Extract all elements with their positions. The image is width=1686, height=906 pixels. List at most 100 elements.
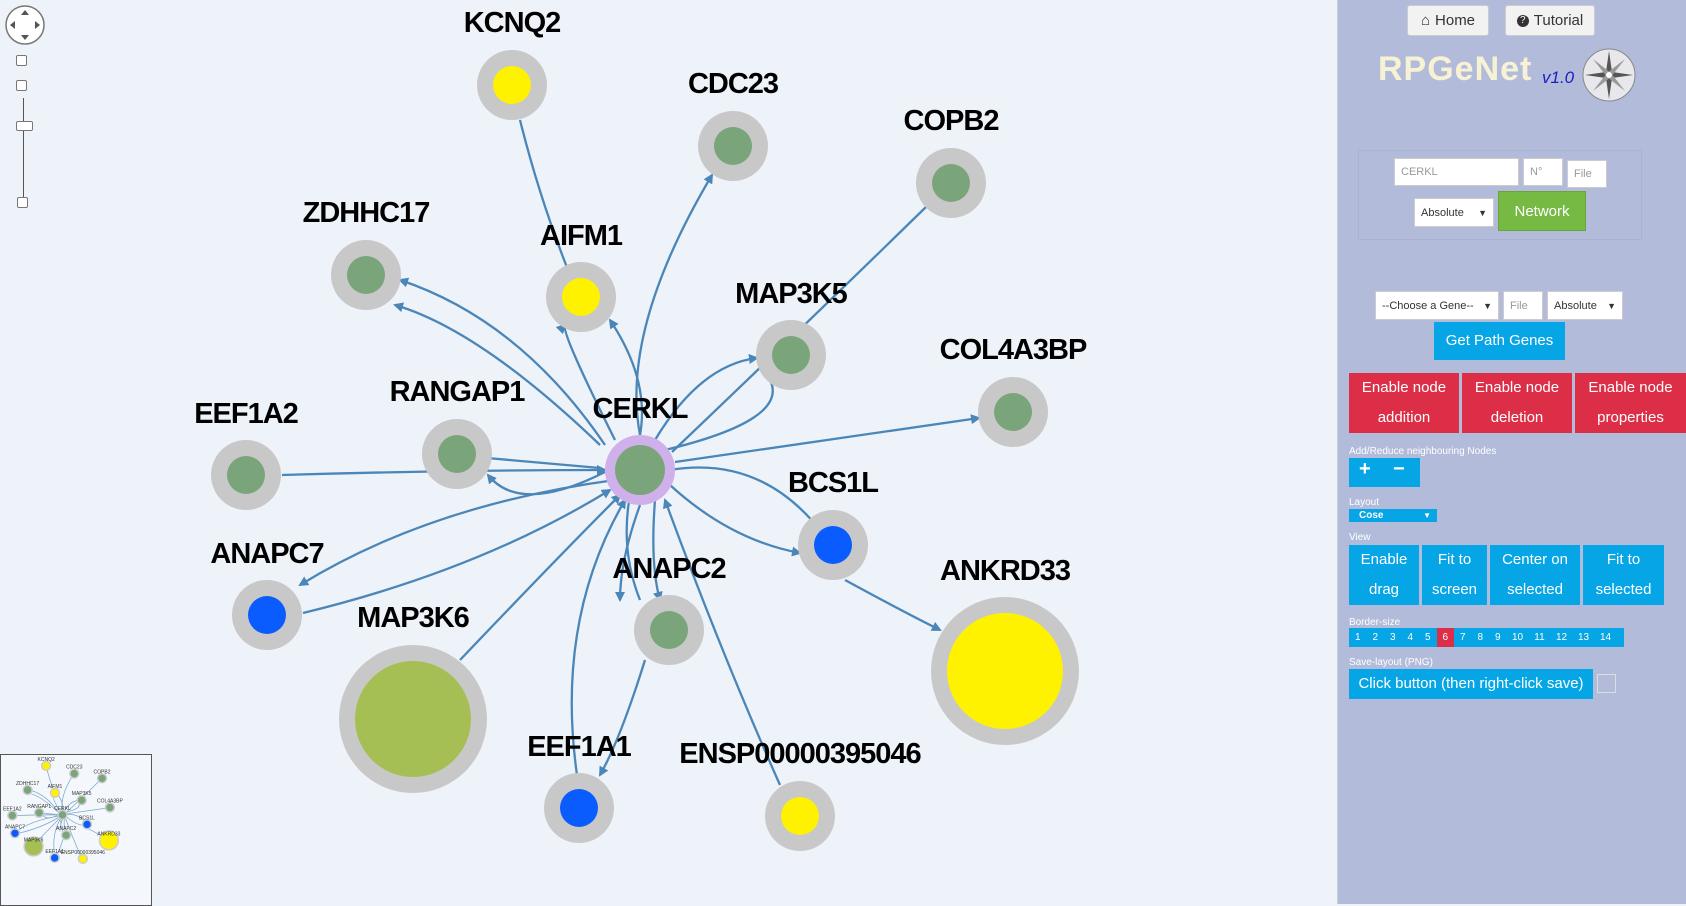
border-size-9[interactable]: 9 (1494, 632, 1501, 643)
edge[interactable] (623, 493, 642, 601)
edge[interactable] (674, 414, 981, 464)
network-button[interactable]: Network (1498, 191, 1586, 231)
minimap-node (76, 794, 87, 806)
node-anapc2[interactable]: ANAPC2 (612, 553, 727, 665)
minimap-edge (65, 818, 81, 856)
network-graph[interactable]: CERKLKCNQ2CDC23COPB2ZDHHC17AIFM1MAP3K5CO… (0, 0, 1337, 904)
node-core (438, 435, 476, 473)
minimap-edge (53, 818, 61, 854)
edge[interactable] (654, 354, 759, 441)
node-core (994, 393, 1032, 431)
border-size-10[interactable]: 10 (1511, 632, 1524, 643)
minimap-node (81, 819, 93, 830)
edge[interactable] (663, 498, 782, 786)
node-core (814, 526, 852, 564)
node-map3k6[interactable]: MAP3K6 (339, 602, 487, 793)
gene-input[interactable]: CERKL (1394, 158, 1519, 186)
node-zdhhc17[interactable]: ZDHHC17 (303, 197, 430, 310)
edge[interactable] (518, 119, 572, 276)
edge[interactable] (486, 456, 601, 470)
node-core (772, 336, 810, 374)
node-eef1a2[interactable]: EEF1A2 (194, 398, 299, 510)
border-size-1[interactable]: 1 (1354, 632, 1361, 643)
node-aifm1[interactable]: AIFM1 (540, 220, 624, 332)
edge[interactable] (664, 379, 774, 452)
border-size-4[interactable]: 4 (1407, 632, 1414, 643)
node-eef1a1[interactable]: EEF1A1 (527, 731, 633, 843)
question-circle-icon: ? (1516, 14, 1529, 27)
node-ankrd33[interactable]: ANKRD33 (931, 555, 1079, 745)
minimap-node-label: COPB2 (94, 769, 111, 775)
edge[interactable] (599, 659, 647, 777)
distance-mode-select[interactable]: Absolute▼ (1414, 198, 1494, 227)
neighbour-number-input[interactable]: N° (1523, 158, 1563, 186)
pan-control[interactable] (5, 5, 45, 45)
node-ensp00000395046[interactable]: ENSP00000395046 (679, 738, 923, 851)
edge[interactable] (669, 484, 802, 557)
node-cerkl[interactable]: CERKL (593, 393, 689, 505)
edge[interactable] (635, 173, 714, 436)
app-logo: RPGeNet (1378, 50, 1533, 88)
node-bcs1l[interactable]: BCS1L (788, 467, 879, 580)
minimap-node (49, 787, 61, 799)
border-size-8[interactable]: 8 (1477, 632, 1484, 643)
zoom-slider-handle[interactable] (16, 121, 33, 131)
layout-label: Layout (1349, 497, 1380, 508)
zoom-in-box[interactable] (16, 80, 27, 91)
node-core (347, 256, 385, 294)
border-size-2[interactable]: 2 (1372, 632, 1379, 643)
home-button[interactable]: ⌂Home (1407, 5, 1489, 36)
node-col4a3bp[interactable]: COL4A3BP (940, 334, 1088, 447)
file-input[interactable]: File (1567, 160, 1607, 188)
plus-icon[interactable]: + (1359, 458, 1371, 480)
node-map3k5[interactable]: MAP3K5 (735, 278, 849, 390)
distance-mode-select-2[interactable]: Absolute▼ (1547, 291, 1623, 320)
edge[interactable] (393, 302, 601, 446)
file-input-2[interactable]: File (1503, 291, 1543, 320)
save-layout-button[interactable]: Click button (then right-click save) (1349, 669, 1593, 699)
edge[interactable] (302, 488, 612, 615)
border-size-3[interactable]: 3 (1389, 632, 1396, 643)
border-size-14[interactable]: 14 (1599, 632, 1612, 643)
node-copb2[interactable]: COPB2 (904, 105, 999, 218)
minimap-node-label: ANAPC2 (56, 826, 76, 832)
node-rangap1[interactable]: RANGAP1 (390, 376, 526, 489)
tutorial-button[interactable]: ?Tutorial (1505, 5, 1595, 36)
node-kcnq2[interactable]: KCNQ2 (464, 7, 561, 120)
minimap-node-label: CERKL (54, 806, 71, 812)
edge[interactable] (298, 478, 616, 587)
zoom-fit-box[interactable] (16, 55, 27, 66)
node-cdc23[interactable]: CDC23 (688, 68, 780, 181)
save-layout-checkbox[interactable] (1597, 674, 1616, 693)
edge[interactable] (844, 578, 942, 632)
border-size-13[interactable]: 13 (1577, 632, 1590, 643)
edge[interactable] (652, 499, 663, 602)
border-size-6[interactable]: 6 (1436, 628, 1454, 647)
zoom-slider-track[interactable] (23, 98, 24, 200)
edge[interactable] (398, 277, 606, 446)
edge[interactable] (669, 466, 822, 532)
border-size-12[interactable]: 12 (1555, 632, 1568, 643)
edge[interactable] (570, 498, 627, 776)
zoom-out-box[interactable] (17, 197, 28, 208)
minus-icon[interactable]: − (1393, 458, 1405, 480)
layout-select[interactable]: Cose▼ (1349, 509, 1437, 522)
edge[interactable] (615, 504, 642, 602)
get-path-genes-button[interactable]: Get Path Genes (1434, 322, 1565, 360)
choose-gene-select[interactable]: --Choose a Gene--▼ (1375, 291, 1499, 320)
node-anapc7[interactable]: ANAPC7 (210, 538, 325, 650)
edge[interactable] (459, 493, 622, 661)
border-size-11[interactable]: 11 (1534, 632, 1545, 643)
node-label: MAP3K5 (735, 278, 848, 310)
border-size-7[interactable]: 7 (1459, 632, 1466, 643)
border-size-5[interactable]: 5 (1424, 632, 1431, 643)
